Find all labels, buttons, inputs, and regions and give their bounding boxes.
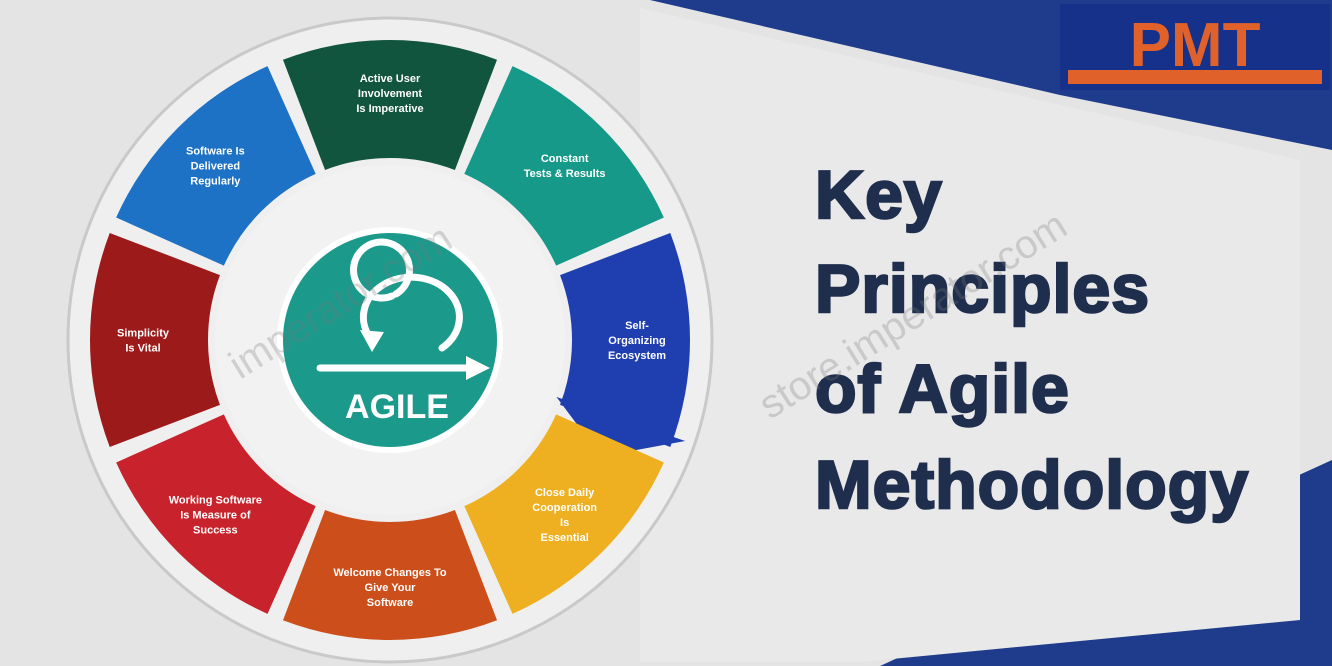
segment-deliver-frequently: [116, 66, 316, 266]
segment-label-line: Is Imperative: [356, 103, 423, 115]
segment-label-line: Tests & Results: [524, 168, 606, 180]
segment-label-line: Working Software: [169, 495, 262, 507]
pmt-logo: PMT: [1060, 4, 1330, 90]
segment-label-line: Regularly: [190, 175, 241, 187]
segment-label-line: Organizing: [608, 335, 665, 347]
title-line-2: Principles: [815, 251, 1150, 327]
segment-label-line: Is Measure of: [180, 510, 251, 522]
segment-label-line: Welcome Changes To: [333, 567, 447, 579]
segment-self-organizing: [560, 232, 690, 448]
light-panel: [640, 8, 1300, 662]
segment-label-line: Constant: [541, 153, 589, 165]
segment-label-line: Simplicity: [117, 328, 170, 340]
title-line-4: Methodology: [815, 447, 1249, 523]
segment-label-line: Is Vital: [125, 343, 160, 355]
segment-active-user: [282, 40, 498, 170]
segment-working-software: [116, 414, 316, 614]
segment-constant-feedback: [464, 66, 664, 266]
page-title: Key Principles of Agile Methodology: [814, 156, 1250, 525]
segment-simplicity: [89, 232, 220, 448]
segment-label-line: Self-: [625, 320, 649, 332]
segment-label-line: Is: [560, 517, 569, 529]
segment-welcome-change: [282, 510, 498, 640]
segment-label-line: Software Is: [186, 145, 245, 157]
segment-label-line: Active User: [360, 73, 421, 85]
segment-label-line: Give Your: [365, 582, 417, 594]
segment-label-line: Software: [367, 597, 413, 609]
logo-underline: [1068, 70, 1322, 84]
segment-label-line: Close Daily: [535, 487, 595, 499]
segment-label-simplicity: Simplicity Is Vital: [117, 328, 170, 355]
arrow-head-icon: [556, 397, 686, 457]
segment-label-line: Cooperation: [532, 502, 597, 514]
segment-label-line: Success: [193, 525, 238, 537]
segment-label-line: Ecosystem: [608, 350, 666, 362]
segment-label-line: Delivered: [191, 160, 241, 172]
agile-loop-icon: [316, 238, 490, 380]
title-line-1: Key: [815, 157, 943, 233]
segment-collaboration: [464, 414, 664, 614]
segment-label-line: Involvement: [358, 88, 423, 100]
agile-label: AGILE: [345, 388, 449, 426]
segment-label-working-software: Working Software Is Measure of Success: [169, 495, 262, 537]
segment-label-line: Essential: [540, 532, 588, 544]
title-line-3: of Agile: [815, 351, 1070, 427]
logo-text: PMT: [1130, 11, 1261, 80]
